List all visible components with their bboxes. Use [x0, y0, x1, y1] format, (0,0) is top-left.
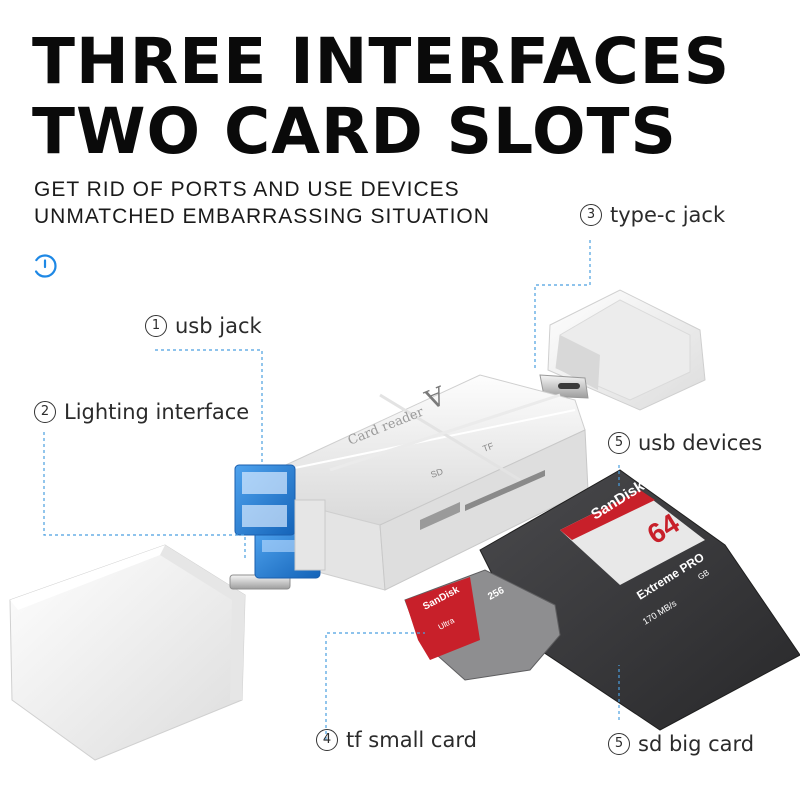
connector-stack — [229, 464, 326, 590]
type-c-plug — [539, 374, 589, 399]
callout-lighting-interface: 2 Lighting interface — [34, 400, 249, 424]
callout-usb-devices: 5 usb devices — [608, 431, 762, 455]
left-cap — [9, 544, 246, 761]
callout-sd-big-card: 5 sd big card — [608, 732, 754, 756]
callout-usb-jack: 1 usb jack — [145, 314, 262, 338]
callout-type-c-jack: 3 type-c jack — [580, 203, 725, 227]
subheadline-line-1: GET RID OF PORTS AND USE DEVICES — [34, 178, 460, 201]
reader-body: Ɐ Card reader SD TF — [274, 374, 589, 591]
headline-line-2: TWO CARD SLOTS — [32, 95, 677, 168]
svg-text:TF: TF — [481, 441, 495, 454]
right-cap — [547, 289, 706, 411]
svg-text:SD: SD — [429, 466, 445, 480]
power-icon — [33, 254, 57, 278]
sd-card: SanDisk 64 Extreme PRO 170 MB/s GB — [479, 469, 800, 731]
subheadline-line-2: UNMATCHED EMBARRASSING SITUATION — [34, 205, 490, 228]
callout-tf-small-card: 4 tf small card — [316, 728, 477, 752]
headline-line-1: THREE INTERFACES — [32, 25, 731, 98]
